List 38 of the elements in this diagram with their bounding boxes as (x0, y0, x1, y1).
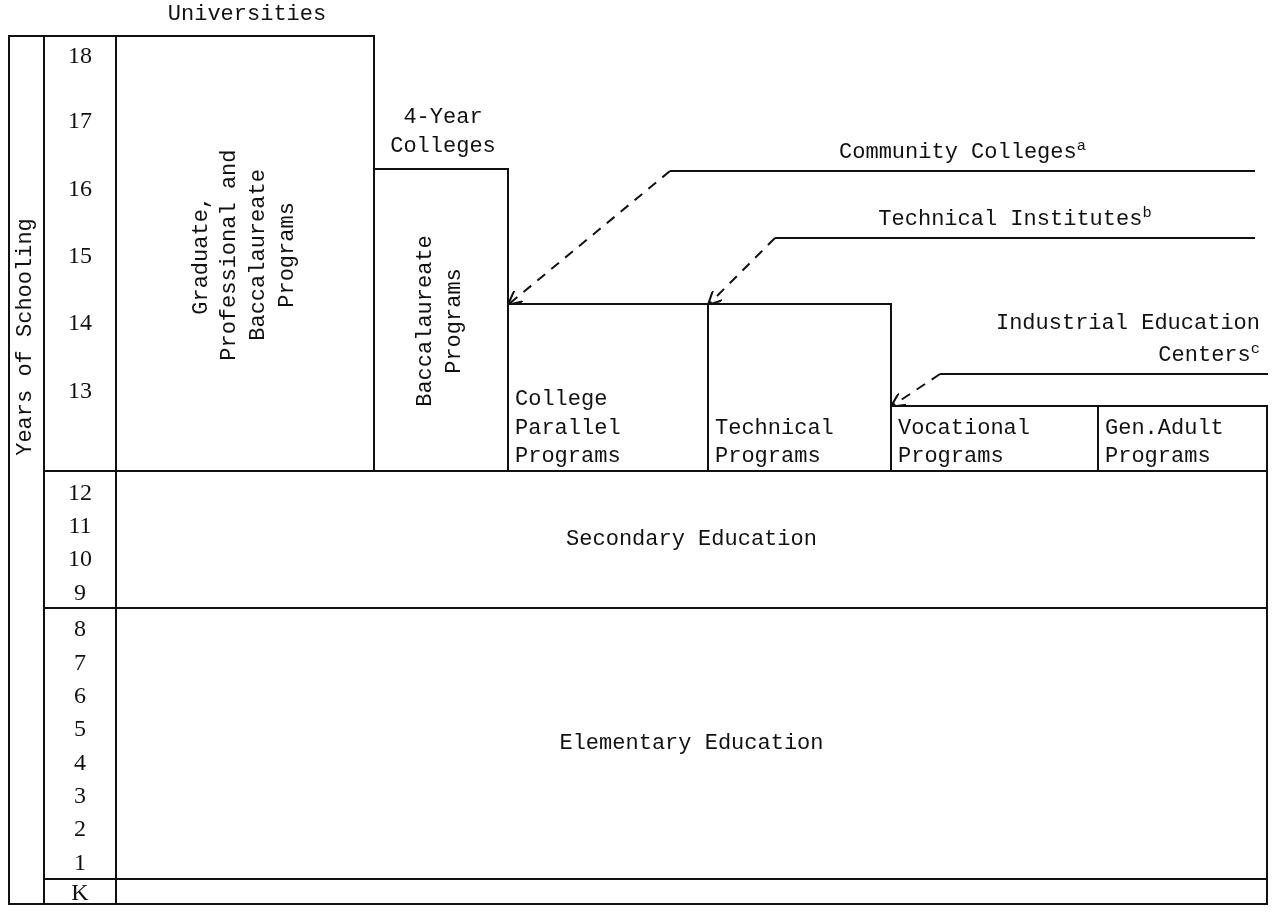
year-number: 14 (67, 308, 93, 336)
institution-label (775, 203, 1255, 239)
year-number: 6 (73, 681, 87, 709)
year-number: 2 (73, 814, 87, 842)
year-number: 12 (67, 478, 93, 506)
program-label: Vocational Programs (898, 414, 1032, 472)
program-label: Gen.Adult Programs (1105, 414, 1225, 472)
institution-name: Community Colleges$^{a}$ (838, 136, 1087, 168)
program-label: Baccalaureate Programs (412, 235, 468, 407)
program-label: Graduate, Professional and Baccalaureate Programs (187, 147, 301, 363)
program-label: College Parallel Programs (515, 386, 622, 472)
year-number: 18 (67, 41, 93, 69)
institution-label (940, 310, 1268, 375)
year-number: 13 (67, 376, 93, 404)
year-number: 17 (67, 106, 93, 134)
program-box (1097, 405, 1268, 472)
year-number: 10 (67, 544, 93, 572)
year-number: 7 (73, 648, 87, 676)
year-number: 9 (73, 578, 87, 606)
institution-name: Technical Institutes$^{b}$ (877, 203, 1153, 235)
level-label: Elementary Education (558, 729, 825, 758)
level-band (115, 470, 1268, 609)
year-number: 11 (67, 511, 93, 539)
year-number: 8 (73, 614, 87, 642)
year-number: 15 (67, 241, 93, 269)
year-number: K (70, 878, 90, 906)
axis-title: Years of Schooling (11, 218, 39, 456)
kindergarten-band (115, 878, 1268, 905)
year-number: 4 (73, 748, 87, 776)
year-number: 1 (73, 848, 87, 876)
institution-heading: 4-Year Colleges (389, 104, 497, 161)
year-number: 5 (73, 714, 87, 742)
program-label: Technical Programs (715, 414, 835, 472)
institution-heading: Universities (166, 1, 328, 29)
year-number: 3 (73, 781, 87, 809)
year-number: 16 (67, 174, 93, 202)
institution-name: Industrial Education Centers$^{c}$ (994, 310, 1260, 371)
level-label: Secondary Education (565, 525, 818, 554)
